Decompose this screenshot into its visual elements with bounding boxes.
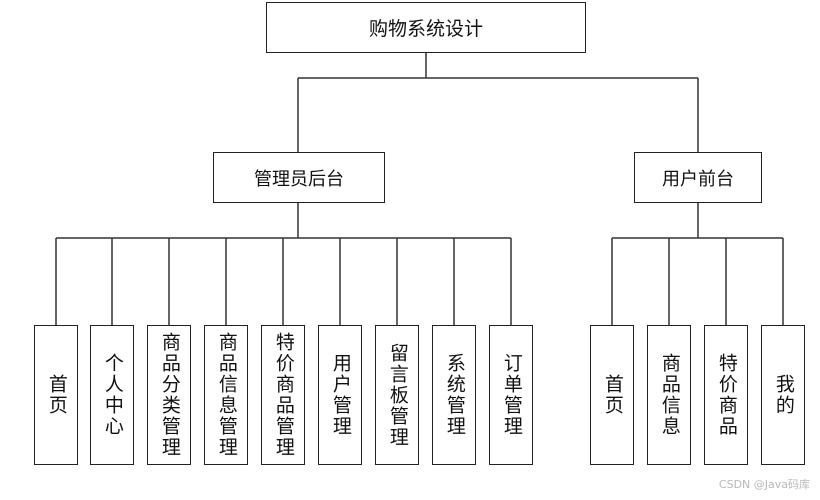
leaf-label: 商品分类管理: [158, 332, 181, 458]
user-leaf-special-products: 特价商品: [704, 325, 748, 465]
admin-backend-label: 管理员后台: [254, 168, 344, 190]
admin-backend-node: 管理员后台: [213, 152, 385, 203]
admin-leaf-special-product-management: 特价商品管理: [261, 325, 305, 465]
admin-leaf-category-management: 商品分类管理: [147, 325, 191, 465]
leaf-label: 留言板管理: [386, 342, 409, 448]
leaf-label: 系统管理: [443, 353, 466, 437]
admin-leaf-order-management: 订单管理: [489, 325, 533, 465]
user-frontend-node: 用户前台: [634, 152, 762, 203]
leaf-label: 我的: [772, 374, 795, 416]
leaf-label: 用户管理: [329, 353, 352, 437]
root-node: 购物系统设计: [266, 2, 586, 53]
user-leaf-product-info: 商品信息: [647, 325, 691, 465]
root-label: 购物系统设计: [368, 18, 483, 40]
admin-leaf-system-management: 系统管理: [432, 325, 476, 465]
leaf-label: 商品信息: [658, 353, 681, 437]
leaf-label: 首页: [601, 374, 624, 416]
admin-leaf-personal-center: 个人中心: [90, 325, 134, 465]
user-frontend-label: 用户前台: [662, 168, 734, 190]
user-leaf-home: 首页: [590, 325, 634, 465]
watermark: CSDN @Java码库: [718, 478, 810, 491]
admin-leaf-user-management: 用户管理: [318, 325, 362, 465]
user-leaf-mine: 我的: [761, 325, 805, 465]
leaf-label: 首页: [45, 374, 68, 416]
leaf-label: 商品信息管理: [215, 332, 238, 458]
admin-leaf-product-info-management: 商品信息管理: [204, 325, 248, 465]
leaf-label: 个人中心: [101, 353, 124, 437]
leaf-label: 特价商品: [715, 353, 738, 437]
admin-leaf-message-board-management: 留言板管理: [375, 325, 419, 465]
leaf-label: 订单管理: [500, 353, 523, 437]
admin-leaf-home: 首页: [34, 325, 78, 465]
leaf-label: 特价商品管理: [272, 332, 295, 458]
